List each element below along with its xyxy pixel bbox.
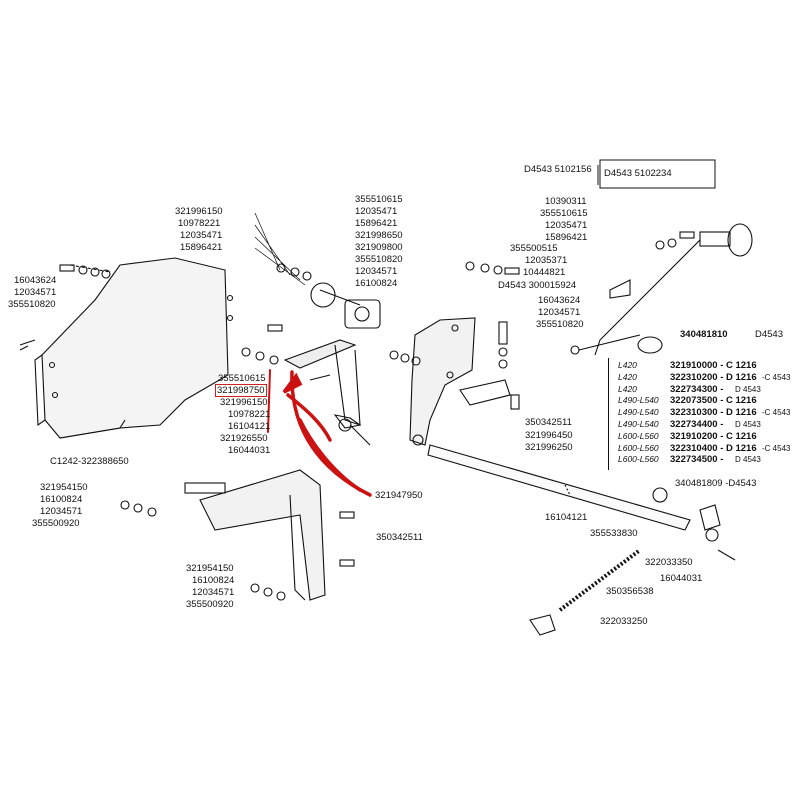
lower-bracket xyxy=(199,469,326,601)
callout-350342511-a: 350342511 xyxy=(376,532,423,543)
callout-12035471-b: 12035471 xyxy=(355,206,398,217)
callout-321909800: 321909800 xyxy=(355,242,403,253)
variant-model: L420 xyxy=(618,371,637,382)
variant-model: L600-L560 xyxy=(618,442,659,453)
variant-suffix: D 4543 xyxy=(735,455,761,465)
variant-model: L600-L560 xyxy=(618,454,659,465)
callout-16043624-b: 16043624 xyxy=(538,295,581,306)
variant-part: 322310400 - D 1216 xyxy=(670,442,757,454)
variant-part: 322734300 - xyxy=(670,383,724,395)
callout-321996150-a: 321996150 xyxy=(175,206,223,217)
switch-body xyxy=(310,282,336,308)
callout-16104121-a: 16104121 xyxy=(228,421,271,432)
callout-321954150-a: 321954150 xyxy=(40,482,88,493)
variant-part: 322073500 - C 1216 xyxy=(670,395,757,407)
callout-d4543-5102234: D4543 5102234 xyxy=(604,168,672,179)
variant-model: L420 xyxy=(618,360,637,370)
middle-bracket xyxy=(409,317,476,446)
callout-15896421-c: 15896421 xyxy=(545,232,588,243)
callout-355500515: 355500515 xyxy=(510,243,558,254)
variant-part: 322310300 - D 1216 xyxy=(670,407,757,419)
variant-model: L600-L560 xyxy=(618,430,659,441)
callout-350342511-b: 350342511 xyxy=(525,417,572,428)
callout-355510820-c: 355510820 xyxy=(536,319,584,330)
variant-model: L420 xyxy=(618,383,637,394)
callout-355500920-a: 355500920 xyxy=(32,518,80,529)
callout-321998750-highlighted: 321998750 xyxy=(215,384,267,397)
callout-355500920-b: 355500920 xyxy=(186,599,234,610)
callout-355510615-c: 355510615 xyxy=(540,208,588,219)
callout-16044031-b: 16044031 xyxy=(660,573,703,584)
callout-12034571-a: 12034571 xyxy=(355,266,398,277)
callout-321996450: 321996450 xyxy=(525,430,573,441)
variant-part: 322734400 - xyxy=(670,419,724,430)
connector-plug xyxy=(727,223,753,257)
callout-350356538: 350356538 xyxy=(606,586,654,597)
callout-12034571-c: 12034571 xyxy=(40,506,83,517)
long-shaft xyxy=(427,444,691,531)
callout-355510820-b: 355510820 xyxy=(8,299,56,310)
callout-322033250: 322033250 xyxy=(600,616,648,627)
variants-table xyxy=(608,358,798,470)
highlight-arrow-2 xyxy=(286,393,332,442)
callout-12035371: 12035371 xyxy=(525,255,568,266)
variant-part: 321910200 - C 1216 xyxy=(670,430,757,442)
callout-12034571-e: 12034571 xyxy=(538,307,581,318)
callout-15896421-a: 15896421 xyxy=(180,242,223,253)
callout-355533830: 355533830 xyxy=(590,528,638,539)
callout-16044031-a: 16044031 xyxy=(228,445,271,456)
guard-cover xyxy=(41,257,229,439)
callout-c1242: C1242-322388650 xyxy=(50,456,129,467)
variant-model: L490-L540 xyxy=(618,407,659,418)
variant-suffix: -C 4543 xyxy=(762,372,791,382)
variant-suffix: D 4543 xyxy=(735,420,761,429)
callout-16100824-a: 16100824 xyxy=(355,278,398,289)
callout-321947950: 321947950 xyxy=(375,490,423,501)
callout-321954150-b: 321954150 xyxy=(186,563,234,574)
callout-15896421-b: 15896421 xyxy=(355,218,398,229)
callout-16104121-b: 16104121 xyxy=(545,512,588,523)
callout-16043624-a: 16043624 xyxy=(14,275,57,286)
callout-12034571-d: 12034571 xyxy=(192,587,235,598)
variant-suffix: -C 4543 xyxy=(762,443,791,453)
callout-340481810: 340481810 xyxy=(680,329,728,340)
callout-321996250: 321996250 xyxy=(525,442,573,453)
callout-d4543-5102156: D4543 5102156 xyxy=(524,164,592,175)
variant-model: L490-L540 xyxy=(618,419,659,429)
variant-part: 321910000 - C 1216 xyxy=(670,360,757,371)
callout-10978221-a: 10978221 xyxy=(178,218,221,229)
variant-suffix: -C 4543 xyxy=(762,408,791,418)
callout-16100824-c: 16100824 xyxy=(192,575,235,586)
pivot-lever xyxy=(283,339,357,369)
callout-321996150-b: 321996150 xyxy=(220,397,268,408)
callout-355510820-a: 355510820 xyxy=(355,254,403,265)
callout-16100824-b: 16100824 xyxy=(40,494,83,505)
variant-part: 322310200 - D 1216 xyxy=(670,371,757,383)
callout-321998650: 321998650 xyxy=(355,230,403,241)
callout-355510615-b: 355510615 xyxy=(218,373,266,384)
variant-part: 322734500 - xyxy=(670,454,724,466)
callout-355510615-a: 355510615 xyxy=(355,194,403,205)
callout-10444821: 10444821 xyxy=(523,267,566,278)
callout-12035471-c: 12035471 xyxy=(545,220,588,231)
callout-12034571-b: 12034571 xyxy=(14,287,57,298)
callout-10390311: 10390311 xyxy=(545,196,587,207)
callout-321926550: 321926550 xyxy=(220,433,268,444)
highlight-arrow-3 xyxy=(298,418,362,492)
callout-12035471-a: 12035471 xyxy=(180,230,223,241)
variant-suffix: D 4543 xyxy=(735,384,761,394)
callout-d4543-300015924: D4543 300015924 xyxy=(498,280,577,291)
callout-322033350: 322033350 xyxy=(645,557,693,568)
variant-model: L490-L540 xyxy=(618,395,659,406)
callout-340481809: 340481809 -D4543 xyxy=(675,478,757,489)
callout-d4543-a: D4543 xyxy=(755,329,783,340)
callout-10978221-b: 10978221 xyxy=(228,409,271,420)
